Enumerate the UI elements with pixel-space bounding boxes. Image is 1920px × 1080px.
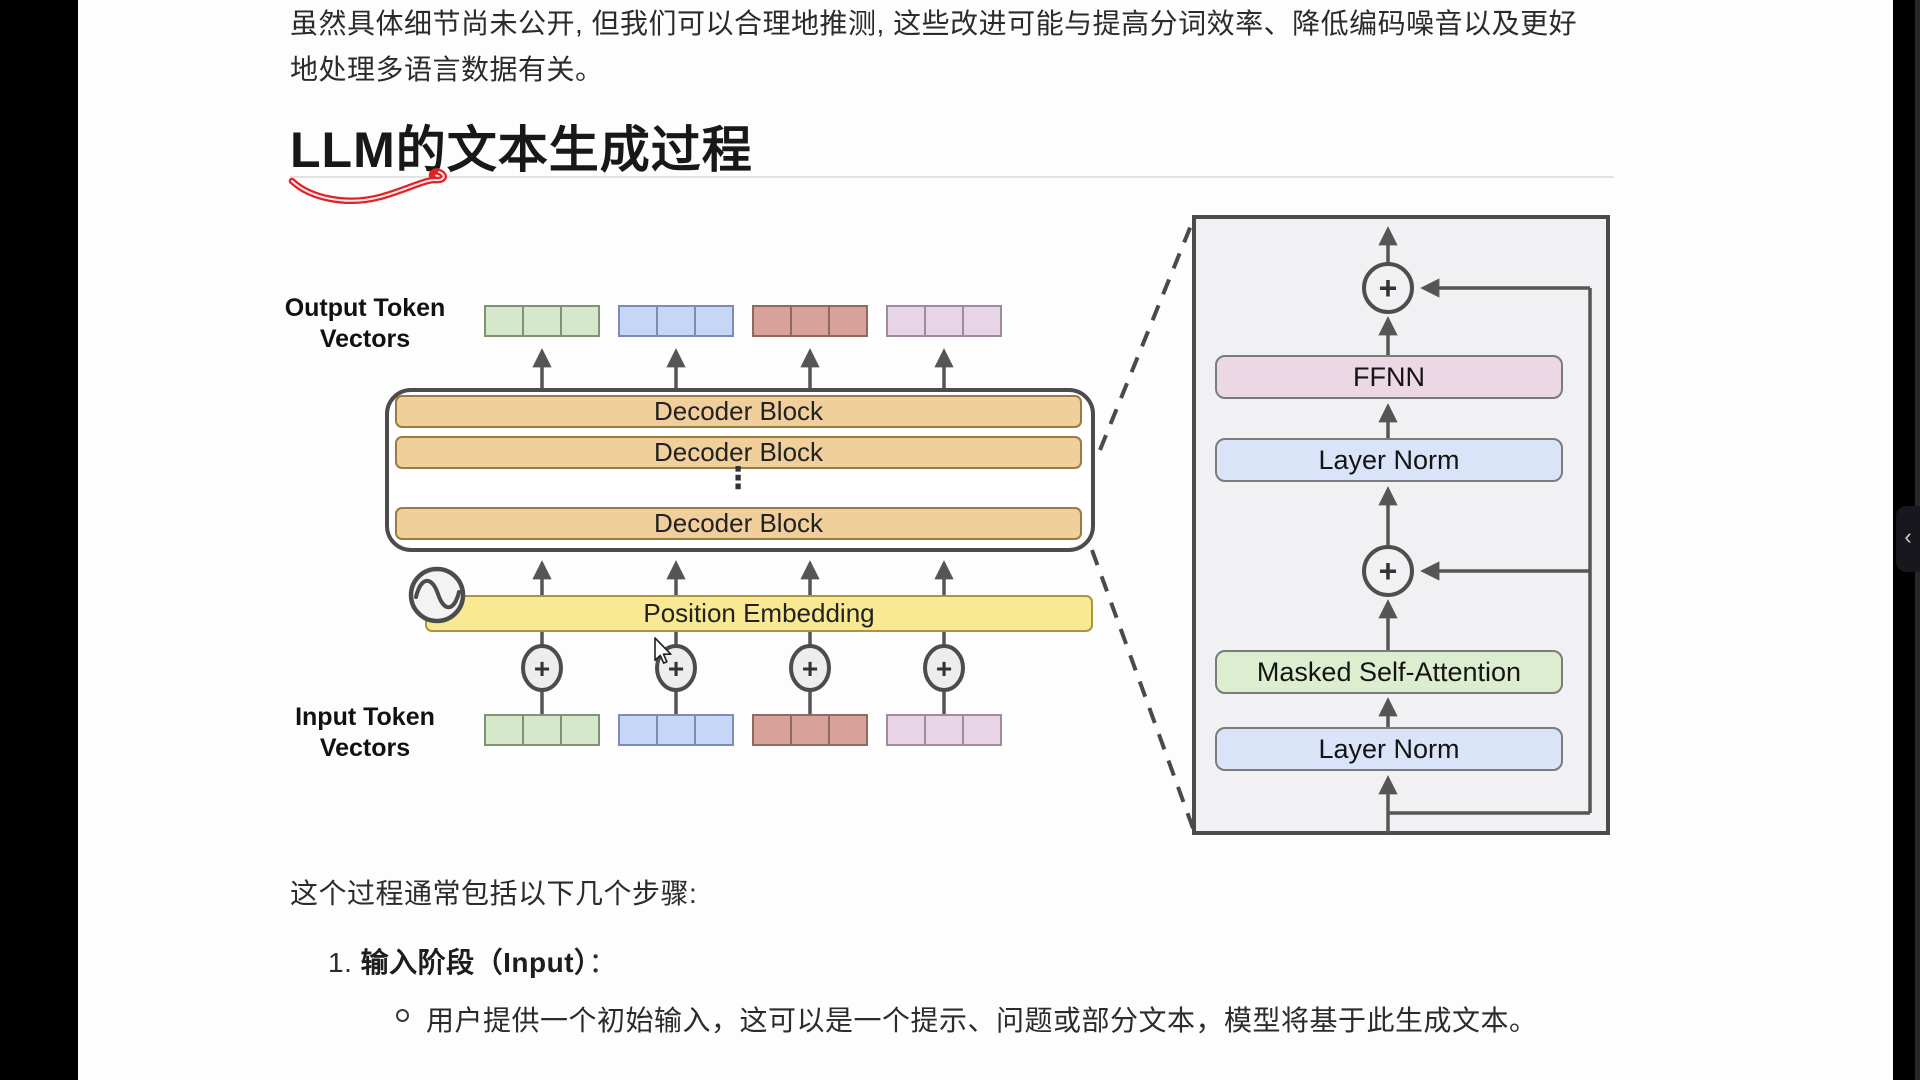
- input-token-vector-pink: [886, 714, 1002, 746]
- step-1-title: 输入阶段（Input）: [360, 947, 589, 978]
- token-cell: [656, 714, 696, 746]
- output-label-line1: Output Token: [284, 294, 446, 322]
- sidebar-collapse-handle[interactable]: ‹: [1896, 506, 1920, 572]
- token-cell: [962, 305, 1002, 337]
- input-token-vector-green: [484, 714, 600, 746]
- token-cell: [924, 305, 964, 337]
- plus-glyph: +: [802, 653, 818, 684]
- token-cell: [886, 305, 926, 337]
- token-cell: [618, 714, 658, 746]
- input-token-vectors-label: Input Token Vectors: [275, 702, 455, 764]
- token-cell: [694, 305, 734, 337]
- intro-line-1: 虽然具体细节尚未公开, 但我们可以合理地推测, 这些改进可能与提高分词效率、降低…: [290, 8, 1578, 39]
- decoder-block-2: Decoder Block: [395, 436, 1082, 469]
- token-cell: [752, 305, 792, 337]
- decoder-block-1: Decoder Block: [395, 395, 1082, 428]
- token-cell: [560, 714, 600, 746]
- input-column-lines: [540, 632, 946, 714]
- layer-norm-lower-box: Layer Norm: [1215, 727, 1563, 771]
- step-1-bullet-text: 用户提供一个初始输入，这可以是一个提示、问题或部分文本，模型将基于此生成文本。: [426, 1005, 1538, 1036]
- output-token-vectors-label: Output Token Vectors: [275, 293, 455, 355]
- token-cell: [828, 714, 868, 746]
- token-cell: [560, 305, 600, 337]
- intro-paragraph: 虽然具体细节尚未公开, 但我们可以合理地推测, 这些改进可能与提高分词效率、降低…: [290, 1, 1577, 93]
- add-position-circles: + + + +: [521, 644, 965, 692]
- token-cell: [924, 714, 964, 746]
- input-label-line2: Vectors: [319, 734, 411, 762]
- input-label-line1: Input Token: [295, 703, 435, 731]
- token-cell: [752, 714, 792, 746]
- intro-line-2: 地处理多语言数据有关。: [290, 54, 604, 85]
- input-token-vector-blue: [618, 714, 734, 746]
- ffnn-box: FFNN: [1215, 355, 1563, 399]
- token-cell: [618, 305, 658, 337]
- token-cell: [484, 305, 524, 337]
- plus-glyph: +: [936, 653, 952, 684]
- output-token-vector-green: [484, 305, 600, 337]
- output-token-vector-pink: [886, 305, 1002, 337]
- plus-glyph: +: [534, 653, 550, 684]
- token-cell: [522, 305, 562, 337]
- dashed-connectors: [1090, 217, 1196, 832]
- token-cell: [484, 714, 524, 746]
- step-1-colon: ：: [588, 947, 618, 978]
- decoder-block-3: Decoder Block: [395, 507, 1082, 540]
- token-cell: [828, 305, 868, 337]
- position-embedding-bar: Position Embedding: [425, 595, 1093, 632]
- mouse-cursor: [654, 637, 672, 664]
- stack-ellipsis: ⋮: [723, 462, 753, 495]
- token-cell: [656, 305, 696, 337]
- token-cell: [790, 305, 830, 337]
- token-cell: [522, 714, 562, 746]
- step-1-item: 1. 输入阶段（Input）：: [328, 941, 617, 981]
- token-cell: [790, 714, 830, 746]
- input-token-vector-red: [752, 714, 868, 746]
- masked-self-attention-box: Masked Self-Attention: [1215, 650, 1563, 694]
- bullet-marker: [396, 1009, 409, 1022]
- token-cell: [886, 714, 926, 746]
- output-token-vector-blue: [618, 305, 734, 337]
- step-1-number: 1.: [328, 947, 353, 978]
- chevron-left-icon: ‹: [1904, 524, 1912, 549]
- token-cell: [694, 714, 734, 746]
- steps-intro-text: 这个过程通常包括以下几个步骤:: [290, 878, 698, 909]
- embedding-to-decoder-arrows: [532, 560, 954, 595]
- layer-norm-upper-box: Layer Norm: [1215, 438, 1563, 482]
- output-arrows: [532, 348, 954, 388]
- token-cell: [962, 714, 1002, 746]
- document-page: 虽然具体细节尚未公开, 但我们可以合理地推测, 这些改进可能与提高分词效率、降低…: [78, 0, 1893, 1080]
- page-title: LLM的文本生成过程: [290, 122, 753, 178]
- plus-glyph: +: [668, 653, 684, 684]
- output-label-line2: Vectors: [319, 325, 411, 353]
- heading-rule: [290, 176, 1614, 178]
- output-token-vector-red: [752, 305, 868, 337]
